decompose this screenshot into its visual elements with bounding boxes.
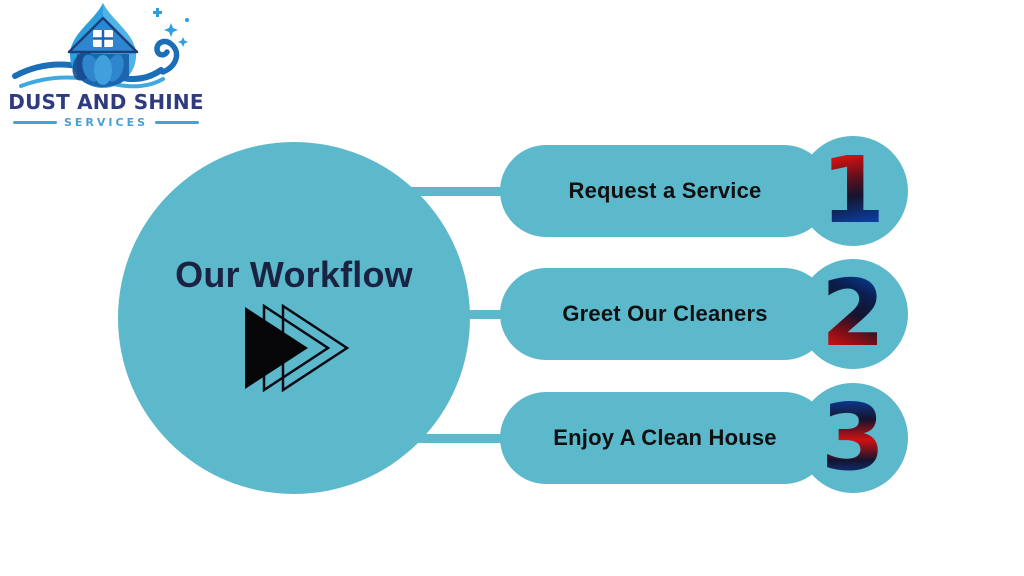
- sparkle-icon: [153, 8, 162, 17]
- connector-step-1: [406, 187, 520, 196]
- connector-step-2: [420, 310, 520, 319]
- logo-company-name: DUST AND SHINE: [8, 90, 204, 114]
- step-pill-3: Enjoy A Clean House: [500, 392, 830, 484]
- tagline-rule-right: [155, 121, 200, 124]
- connector-step-3: [406, 434, 520, 443]
- step-number-circle-2: 2: [798, 259, 908, 369]
- fast-forward-icon: [245, 304, 350, 392]
- step-2-label: Greet Our Cleaners: [562, 301, 768, 326]
- workflow-hub-circle: Our Workflow: [118, 142, 470, 494]
- logo-tagline: SERVICES: [6, 116, 206, 129]
- step-pill-1: Request a Service: [500, 145, 830, 237]
- workflow-title: Our Workflow: [175, 254, 413, 295]
- logo: DUST AND SHINE SERVICES: [6, 0, 206, 129]
- step-2-number: 2: [820, 260, 885, 367]
- sparkle-icon: [185, 18, 189, 22]
- step-1-label: Request a Service: [568, 178, 762, 203]
- logo-tagline-text: SERVICES: [63, 116, 149, 129]
- sparkle-icon: [164, 23, 178, 37]
- step-number-circle-1: 1: [798, 136, 908, 246]
- tagline-rule-left: [12, 121, 57, 124]
- sparkle-icon: [178, 37, 188, 47]
- step-1-number: 1: [820, 137, 885, 244]
- step-3-label: Enjoy A Clean House: [553, 425, 777, 450]
- logo-house-droplet-icon: [12, 3, 189, 89]
- step-number-circle-3: 3: [798, 383, 908, 493]
- step-pill-2: Greet Our Cleaners: [500, 268, 830, 360]
- step-3-number: 3: [820, 384, 885, 491]
